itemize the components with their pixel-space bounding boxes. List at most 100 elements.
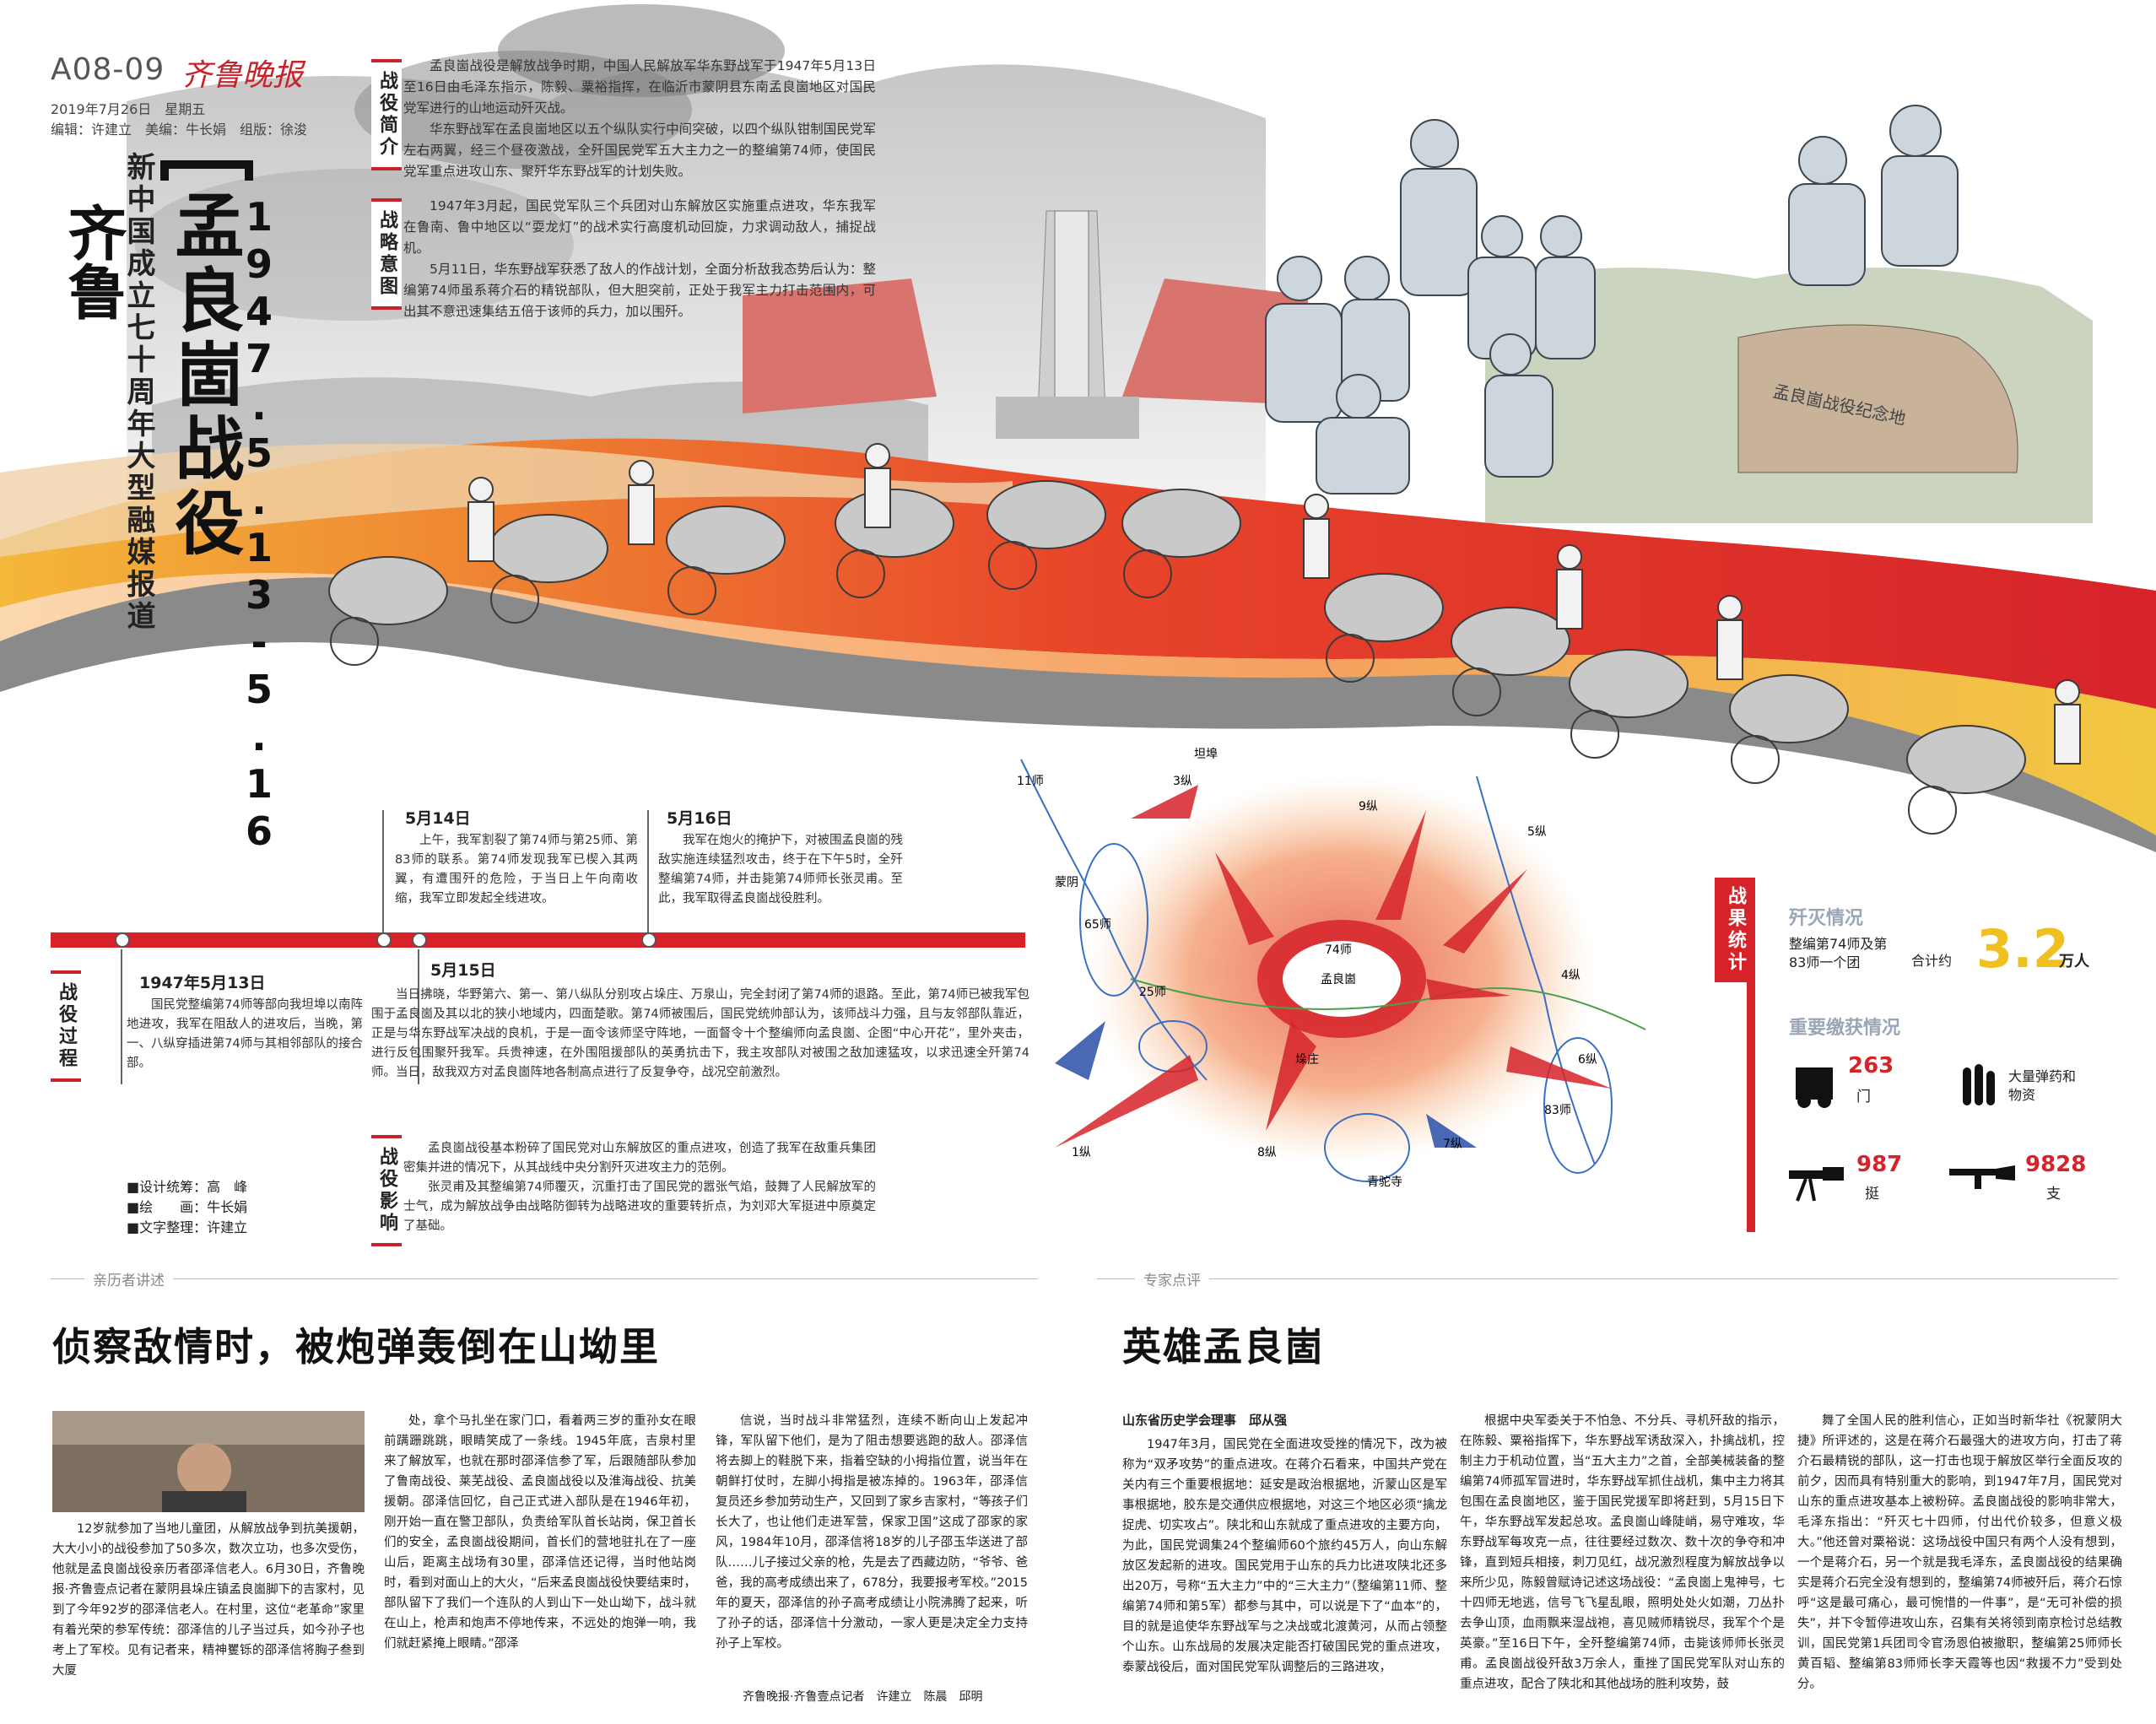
tag-right: 专家点评 (1135, 1268, 1209, 1289)
machine-gun-icon (1789, 1160, 1848, 1202)
article-right-author: 山东省历史学会理事 邱从强 (1122, 1413, 1288, 1428)
map-label-4zong: 4纵 (1561, 969, 1581, 982)
timeline-stem-0515 (418, 949, 419, 1084)
article-right-col1: 1947年3月，国民党在全面进攻受挫的情况下，改为被称为“双矛攻势”的重点进攻。… (1122, 1438, 1447, 1674)
timeline-stem-0514 (382, 810, 384, 932)
map-label-9zong: 9纵 (1359, 800, 1378, 813)
impact-label: 战役影响 (371, 1135, 402, 1246)
overview-body: 孟良崮战役是解放战争时期，中国人民解放军华东野战军于1947年5月13日至16日… (403, 56, 876, 182)
event-date-0515: 5月15日 (430, 961, 496, 980)
impact-p1: 孟良崮战役基本粉碎了国民党对山东解放区的重点进攻，创造了我军在敌重兵集团密集并进… (403, 1142, 876, 1175)
newspaper-name: 齐鲁晚报 (181, 58, 304, 93)
annihilation-title: 歼灭情况 (1789, 908, 1864, 929)
credit-drawing: ■绘 画：牛长娟 (127, 1199, 248, 1215)
credit-design: ■设计统筹：高 峰 (127, 1179, 248, 1195)
annihilation-total-unit: 万人 (2059, 953, 2089, 970)
event-0515-text: 当日拂晓，华野第六、第一、第八纵队分别攻占垛庄、万泉山，完全封闭了第74师的退路… (371, 988, 1029, 1079)
article-left-col2: 处，拿个马扎坐在家门口，看着两三岁的重孙女在眼前蹒跚跳跳，眼睛笑成了一条线。19… (384, 1414, 697, 1651)
article-right-col3: 舞了全国人民的胜利信心，正如当时新华社《祝蒙阴大捷》所评述的，这是在蒋介石最强大… (1797, 1414, 2122, 1691)
ammo-icon (1958, 1059, 2000, 1110)
date-line: 2019年7月26日 星期五 (51, 101, 206, 117)
page-number: A08-09 (51, 52, 165, 87)
feature-dates: 1947.5.13-5.16 (236, 194, 282, 856)
map-label-25shi: 25师 (1139, 986, 1166, 999)
credit-text: ■文字整理：许建立 (127, 1219, 248, 1235)
capture-title: 重要缴获情况 (1789, 1018, 1901, 1039)
process-label: 战役过程 (51, 970, 81, 1082)
cannon-value: 263 (1848, 1053, 1894, 1078)
rifle-unit: 支 (2046, 1186, 2061, 1202)
machine-gun-unit: 挺 (1865, 1186, 1879, 1202)
overview-label: 战役简介 (371, 59, 402, 170)
impact-p2: 张灵甫及其整编第74师覆灭，沉重打击了国民党的嚣张气焰，鼓舞了人民解放军的士气，… (403, 1181, 876, 1233)
timeline-dot-0515 (412, 932, 427, 948)
logo-glyph: 齐鲁 (58, 203, 128, 321)
article-right-headline: 英雄孟良崮 (1122, 1324, 1325, 1370)
map-label-6zong: 6纵 (1578, 1053, 1597, 1067)
cannon-icon (1789, 1059, 1840, 1110)
event-date-0514: 5月14日 (405, 809, 471, 828)
overview-p1: 孟良崮战役是解放战争时期，中国人民解放军华东野战军于1947年5月13日至16日… (403, 58, 876, 116)
intent-body: 1947年3月起，国民党军队三个兵团对山东解放区实施重点进攻，华东我军在鲁南、鲁… (403, 196, 876, 322)
event-0514-text: 上午，我军割裂了第74师与第25师、第83师的联系。第74师发现我军已楔入其两翼… (395, 834, 638, 905)
annihilation-text: 整编第74师及第83师一个团 (1789, 936, 1888, 970)
impact-body: 孟良崮战役基本粉碎了国民党对山东解放区的重点进攻，创造了我军在敌重兵集团密集并进… (403, 1139, 876, 1236)
event-text-0514: 上午，我军割裂了第74师与第25师、第83师的联系。第74师发现我军已楔入其两翼… (395, 831, 638, 909)
battle-map: 坦埠 3纵 11师 9纵 5纵 65师 蒙阴 25师 4纵 6纵 1纵 8纵 孟… (1017, 747, 1646, 1189)
tag-left: 亲历者讲述 (84, 1268, 173, 1289)
intent-p2: 5月11日，华东野战军获悉了敌人的作战计划，全面分析敌我态势后认为：整编第74师… (403, 262, 876, 319)
annihilation-total-prefix: 合计约 (1911, 953, 1953, 969)
divider-left (51, 1278, 1038, 1279)
map-label-duozhuang: 垛庄 (1295, 1052, 1319, 1067)
timeline-bar (51, 932, 1025, 948)
event-0513-text: 国民党整编第74师等部向我坦埠以南阵地进攻，我军在阻敌人的进攻后，当晚，第一、八… (127, 998, 363, 1070)
article-right-col2: 根据中央军委关于不怕急、不分兵、寻机歼敌的指示，在陈毅、粟裕指挥下，华东野战军诱… (1460, 1414, 1785, 1691)
feature-credits: ■设计统筹：高 峰 ■绘 画：牛长娟 ■文字整理：许建立 (127, 1177, 247, 1238)
map-label-8zong: 8纵 (1257, 1146, 1277, 1159)
map-label-83shi: 83师 (1544, 1104, 1571, 1117)
map-label-1zong: 1纵 (1072, 1146, 1091, 1159)
event-text-0516: 我军在炮火的掩护下，对被围孟良崮的残敌实施连续猛烈攻击，终于在下午5时，全歼整编… (658, 831, 903, 909)
header-meta: 2019年7月26日 星期五 编辑：许建立 美编：牛长娟 组版：徐浚 (51, 100, 307, 140)
timeline-dot-0516 (641, 932, 657, 948)
battle-illustration: 孟良崮战役纪念地 (0, 0, 2156, 852)
rifle-value: 9828 (2025, 1152, 2087, 1177)
map-label-qingtuosi: 青驼寺 (1367, 1175, 1402, 1189)
timeline-dot-0514 (376, 932, 392, 948)
interviewee-photo (52, 1411, 365, 1512)
map-label-tanbu: 坦埠 (1194, 747, 1218, 761)
intent-p1: 1947年3月起，国民党军队三个兵团对山东解放区实施重点进攻，华东我军在鲁南、鲁… (403, 198, 876, 256)
timeline-dot-0513 (115, 932, 130, 948)
map-label-7zong: 7纵 (1443, 1138, 1462, 1151)
divider-right (1097, 1278, 2118, 1279)
feature-title: 孟良崮战役 (163, 190, 244, 561)
ammo-label: 大量弹药和物资 (2008, 1068, 2077, 1103)
series-brand: 新中国成立七十周年大型融媒报道 (122, 152, 155, 633)
map-label-3zong: 3纵 (1173, 775, 1192, 788)
event-text-0513: 国民党整编第74师等部向我坦埠以南阵地进攻，我军在阻敌人的进攻后，当晚，第一、八… (127, 996, 363, 1073)
intent-label: 战略意图 (371, 198, 402, 310)
credits-line: 编辑：许建立 美编：牛长娟 组版：徐浚 (51, 122, 308, 138)
timeline-stem-0516 (647, 810, 649, 932)
article-left-byline: 齐鲁晚报·齐鲁壹点记者 许建立 陈晨 邱明 (743, 1690, 983, 1704)
machine-gun-value: 987 (1856, 1152, 1903, 1177)
results-panel: 战果统计 歼灭情况 整编第74师及第83师一个团 合计约 3.2 万人 重要缴获… (1715, 878, 2126, 1232)
event-0516-text: 我军在炮火的掩护下，对被围孟良崮的残敌实施连续猛烈攻击，终于在下午5时，全歼整编… (658, 834, 903, 905)
event-text-0515: 当日拂晓，华野第六、第一、第八纵队分别攻占垛庄、万泉山，完全封闭了第74师的退路… (371, 986, 1029, 1083)
event-date-0513: 1947年5月13日 (139, 974, 266, 992)
annihilation-total-value: 3.2 (1976, 918, 2069, 980)
map-label-menglianggu: 孟良崮 (1321, 973, 1356, 986)
cannon-unit: 门 (1856, 1089, 1871, 1105)
article-left-headline: 侦察敌情时，被炮弹轰倒在山坳里 (52, 1324, 660, 1370)
event-date-0516: 5月16日 (667, 809, 732, 828)
map-label-74shi: 74师 (1325, 943, 1352, 957)
rifle-icon (1949, 1160, 2017, 1194)
article-left-col3: 信说，当时战斗非常猛烈，连续不断向山上发起冲锋，军队留下他们，是为了阻击想要逃跑… (716, 1414, 1029, 1651)
timeline-stem-0513 (121, 949, 122, 1084)
title-bracket-top (160, 160, 253, 181)
map-label-5zong: 5纵 (1527, 825, 1547, 839)
overview-p2: 华东野战军在孟良崮地区以五个纵队实行中间突破，以四个纵队钳制国民党军左右两翼，经… (403, 122, 876, 179)
calligraphy-logo: 齐鲁 (51, 203, 136, 321)
article-left-col1: 12岁就参加了当地儿童团，从解放战争到抗美援朝，大大小小的战役参加了50多次，数… (52, 1522, 365, 1678)
results-label: 战果统计 (1715, 878, 1755, 982)
